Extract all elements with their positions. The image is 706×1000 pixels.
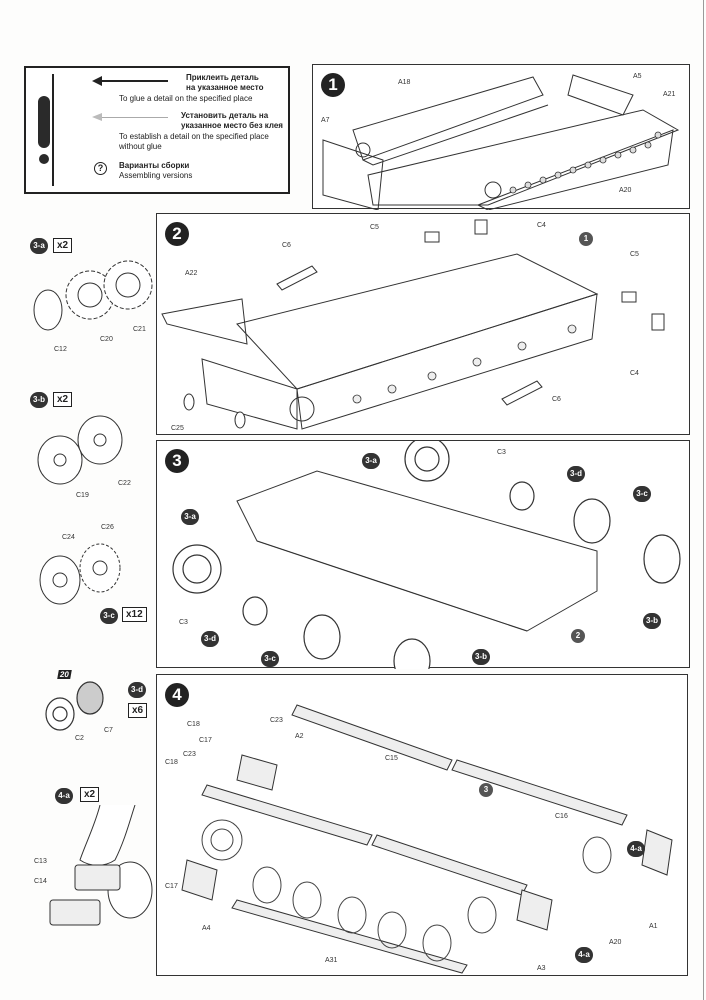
question-icon: ? bbox=[94, 162, 107, 175]
step-number: 2 bbox=[165, 222, 189, 246]
part-label: C19 bbox=[76, 492, 89, 499]
quantity-box: x6 bbox=[128, 703, 148, 718]
step-2-panel: 2 1 C5 C4 C6 A22 C5 C4 C6 C25 bbox=[156, 213, 690, 435]
part-label: A2 bbox=[295, 733, 304, 740]
part-label: A4 bbox=[202, 925, 211, 932]
glue-arrow-icon bbox=[92, 76, 168, 86]
variants-en: Assembling versions bbox=[119, 171, 193, 180]
part-label: C7 bbox=[104, 727, 113, 734]
quantity-box: x2 bbox=[53, 392, 73, 407]
ref-badge: 3-a bbox=[362, 453, 380, 469]
part-label: C20 bbox=[100, 336, 113, 343]
no-glue-arrow-icon bbox=[92, 113, 168, 121]
page-edge bbox=[703, 0, 704, 1000]
ref-badge: 3-a bbox=[181, 509, 199, 525]
noglue-en-line2: without glue bbox=[119, 142, 162, 151]
part-label: A20 bbox=[619, 187, 632, 194]
part-label: C5 bbox=[630, 251, 639, 258]
part-label: C18 bbox=[165, 759, 178, 766]
step-number: 3 bbox=[165, 449, 189, 473]
subassembly-badge: 3-b bbox=[30, 392, 48, 408]
ref-badge: 3-b bbox=[643, 613, 661, 629]
glue-ru-line2: на указанное место bbox=[186, 83, 264, 92]
part-label: C15 bbox=[385, 755, 398, 762]
exclamation-dot-icon bbox=[39, 154, 49, 164]
part-label: C17 bbox=[165, 883, 178, 890]
noglue-ru-line2: указанное место без клея bbox=[181, 121, 283, 130]
part-label: C6 bbox=[552, 396, 561, 403]
quantity-box: x2 bbox=[80, 787, 100, 802]
hull-suspension-drawing bbox=[161, 219, 665, 430]
part-label: A21 bbox=[663, 91, 676, 98]
part-label: C23 bbox=[270, 717, 283, 724]
ref-badge: 4-a bbox=[627, 841, 645, 857]
subassembly-badge: 3-c bbox=[100, 608, 118, 624]
part-label: A31 bbox=[325, 957, 338, 964]
part-label: C22 bbox=[118, 480, 131, 487]
part-label: A18 bbox=[398, 79, 411, 86]
ref-badge: 2 bbox=[571, 629, 585, 643]
glue-en: To glue a detail on the specified place bbox=[119, 94, 253, 103]
hull-floor-drawing bbox=[322, 74, 680, 210]
part-label: A5 bbox=[633, 73, 642, 80]
part-label: C5 bbox=[370, 224, 379, 231]
ref-badge: 3-b bbox=[472, 649, 490, 665]
wheels-assembly-drawing bbox=[172, 441, 681, 669]
part-label: C4 bbox=[630, 370, 639, 377]
step-1-panel: 1 A18 A5 A21 A7 A20 bbox=[312, 64, 690, 210]
ref-badge: 3-c bbox=[261, 651, 279, 667]
variants-ru: Варианты сборки bbox=[119, 161, 190, 170]
ref-badge: 4-a bbox=[575, 947, 593, 963]
part-label: C12 bbox=[54, 346, 67, 353]
glue-ru-line1: Приклеить деталь bbox=[186, 73, 259, 82]
legend-box: Приклеить деталь на указанное место To g… bbox=[24, 66, 290, 194]
part-label: A1 bbox=[649, 923, 658, 930]
ref-badge: 3-d bbox=[201, 631, 219, 647]
part-label: A22 bbox=[185, 270, 198, 277]
part-label: C17 bbox=[199, 737, 212, 744]
step-number: 1 bbox=[321, 73, 345, 97]
part-label: C16 bbox=[555, 813, 568, 820]
part-label: A3 bbox=[537, 965, 546, 972]
ref-badge: 3-d bbox=[567, 466, 585, 482]
legend-divider bbox=[52, 74, 54, 186]
quantity-box: x12 bbox=[122, 607, 147, 622]
ref-badge: 1 bbox=[579, 232, 593, 246]
part-label: C24 bbox=[62, 534, 75, 541]
part-label: C2 bbox=[75, 735, 84, 742]
step-3-panel: 3 C3 C3 3-a 3-d 3-c 3-a 3-b 3-d 3-c 3-b … bbox=[156, 440, 690, 669]
part-label: A20 bbox=[609, 939, 622, 946]
part-label: A7 bbox=[321, 117, 330, 124]
sprocket-drawing bbox=[33, 260, 153, 331]
part-label: C18 bbox=[187, 721, 200, 728]
part-label: C3 bbox=[497, 449, 506, 456]
part-label: C14 bbox=[34, 878, 47, 885]
part-label: C25 bbox=[171, 425, 184, 432]
track-link-drawing bbox=[49, 805, 153, 926]
part-label: C21 bbox=[133, 326, 146, 333]
noglue-en-line1: To establish a detail on the specified p… bbox=[119, 132, 269, 141]
noglue-ru-line1: Установить деталь на bbox=[181, 111, 269, 120]
road-wheel-drawing bbox=[39, 543, 121, 605]
part-label: C23 bbox=[183, 751, 196, 758]
step-4-panel: 4 C18 C23 C17 A2 C15 C18 C23 C16 C17 A4 … bbox=[156, 674, 688, 976]
part-label: C4 bbox=[537, 222, 546, 229]
step-number: 4 bbox=[165, 683, 189, 707]
track-assembly-drawing bbox=[181, 704, 673, 974]
exclamation-icon bbox=[38, 96, 50, 148]
ref-badge: 3 bbox=[479, 783, 493, 797]
idler-wheel-drawing bbox=[37, 415, 123, 485]
part-label: C3 bbox=[179, 619, 188, 626]
ref-badge: 3-c bbox=[633, 486, 651, 502]
return-roller-drawing bbox=[45, 681, 104, 731]
quantity-box: x2 bbox=[53, 238, 73, 253]
subassembly-badge: 3-d bbox=[128, 682, 146, 698]
subassembly-badge: 4-a bbox=[55, 788, 73, 804]
part-label: C6 bbox=[282, 242, 291, 249]
part-label: C26 bbox=[101, 524, 114, 531]
subassembly-badge: 3-a bbox=[30, 238, 48, 254]
part-label: C13 bbox=[34, 858, 47, 865]
